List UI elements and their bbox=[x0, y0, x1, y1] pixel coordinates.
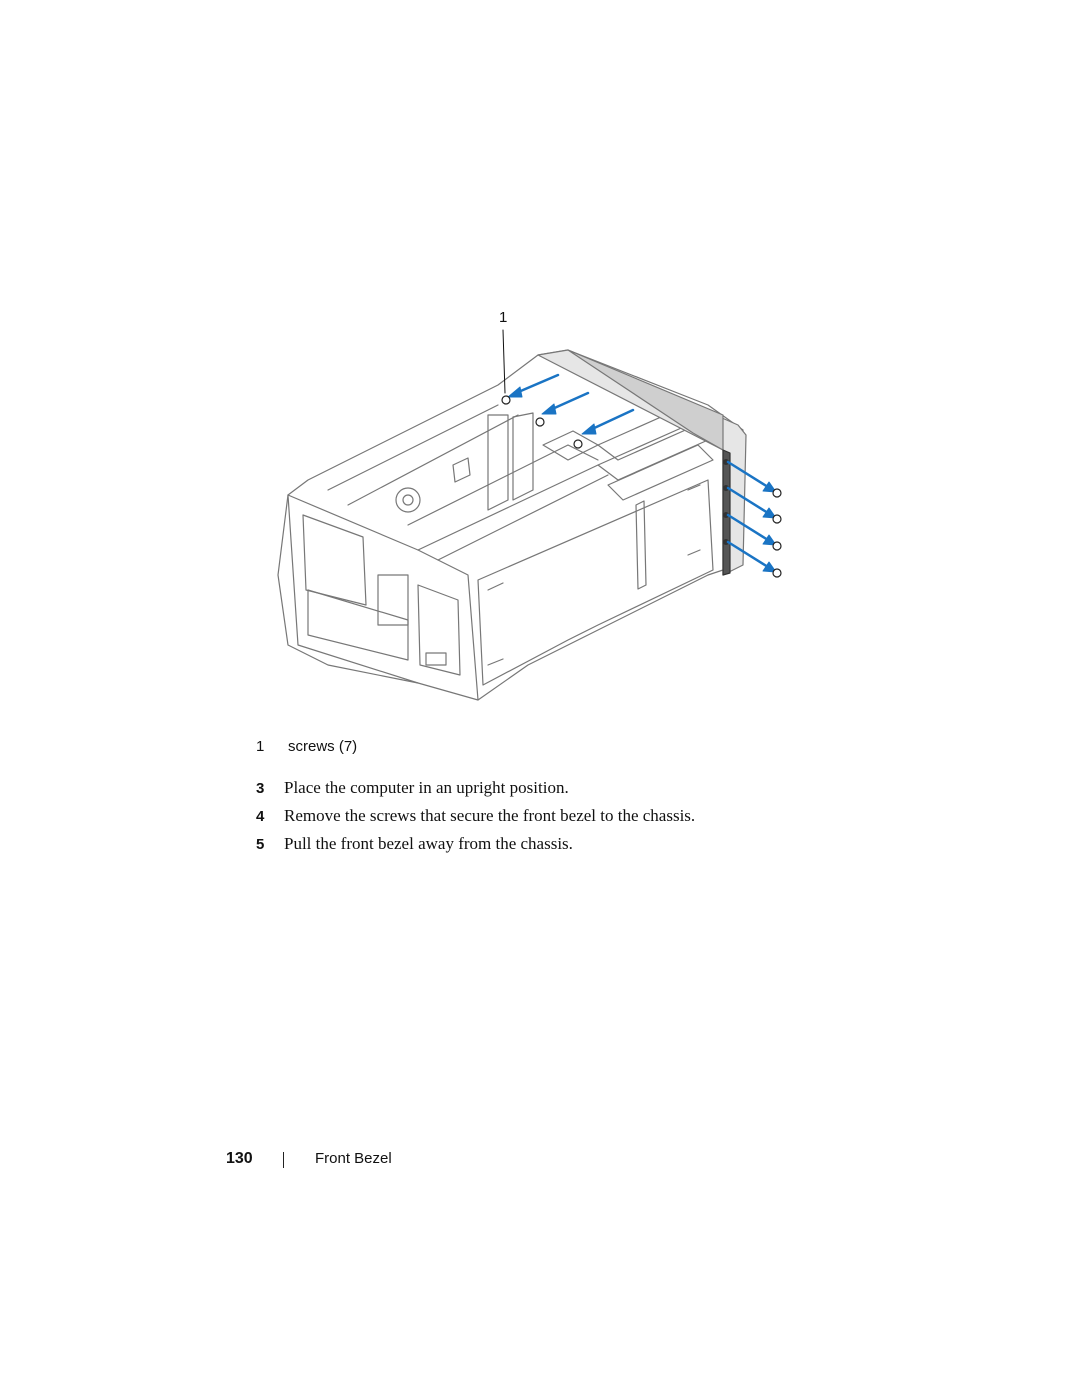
callout-number: 1 bbox=[499, 309, 508, 326]
legend-label: screws (7) bbox=[288, 738, 358, 755]
chassis-illustration bbox=[268, 305, 798, 705]
bezel-screw-hole bbox=[723, 539, 729, 545]
step-text: Remove the screws that secure the front … bbox=[284, 806, 696, 825]
removal-arrow-head bbox=[507, 386, 523, 398]
removal-arrow-head bbox=[762, 481, 777, 493]
case-outline bbox=[277, 349, 744, 701]
screw bbox=[772, 514, 782, 524]
screw bbox=[772, 541, 782, 551]
removal-arrow bbox=[726, 486, 770, 515]
procedure-steps: 3 Place the computer in an upright posit… bbox=[256, 778, 956, 862]
removal-arrow-head bbox=[762, 561, 777, 573]
step-number: 5 bbox=[256, 836, 265, 853]
step-text: Pull the front bezel away from the chass… bbox=[284, 834, 573, 853]
screw bbox=[501, 395, 511, 405]
screw bbox=[535, 417, 545, 427]
removal-arrow bbox=[726, 460, 770, 489]
step-item: 5 Pull the front bezel away from the cha… bbox=[256, 834, 956, 862]
page-footer: 130 Front Bezel bbox=[0, 1150, 1080, 1174]
step-item: 3 Place the computer in an upright posit… bbox=[256, 778, 956, 806]
callout-leader bbox=[502, 329, 506, 394]
screw bbox=[772, 568, 782, 578]
bezel-screw-hole bbox=[723, 459, 729, 465]
removal-arrow bbox=[726, 513, 770, 542]
bezel-screw-hole bbox=[723, 512, 729, 518]
footer-divider bbox=[283, 1152, 284, 1168]
removal-arrow bbox=[548, 391, 590, 412]
psu-fan-outline bbox=[302, 514, 367, 606]
page-number: 130 bbox=[226, 1150, 253, 1167]
interior-rails bbox=[327, 404, 609, 561]
side-panel bbox=[477, 479, 714, 686]
removal-arrow-head bbox=[762, 507, 777, 519]
removal-arrow-head bbox=[541, 403, 557, 415]
removal-arrow-head bbox=[581, 423, 597, 435]
screw bbox=[573, 439, 583, 449]
back-panel bbox=[287, 494, 479, 701]
section-title: Front Bezel bbox=[315, 1150, 392, 1167]
step-number: 3 bbox=[256, 780, 265, 797]
removal-arrow bbox=[514, 373, 560, 395]
removal-arrow bbox=[726, 540, 770, 569]
step-number: 4 bbox=[256, 808, 265, 825]
chassis-drawing bbox=[277, 329, 782, 701]
step-item: 4 Remove the screws that secure the fron… bbox=[256, 806, 956, 834]
removal-arrow bbox=[588, 408, 635, 432]
bezel-screw-hole bbox=[723, 485, 729, 491]
step-text: Place the computer in an upright positio… bbox=[284, 778, 569, 797]
legend-number: 1 bbox=[256, 738, 265, 755]
removal-arrow-head bbox=[762, 534, 777, 546]
screw bbox=[772, 488, 782, 498]
